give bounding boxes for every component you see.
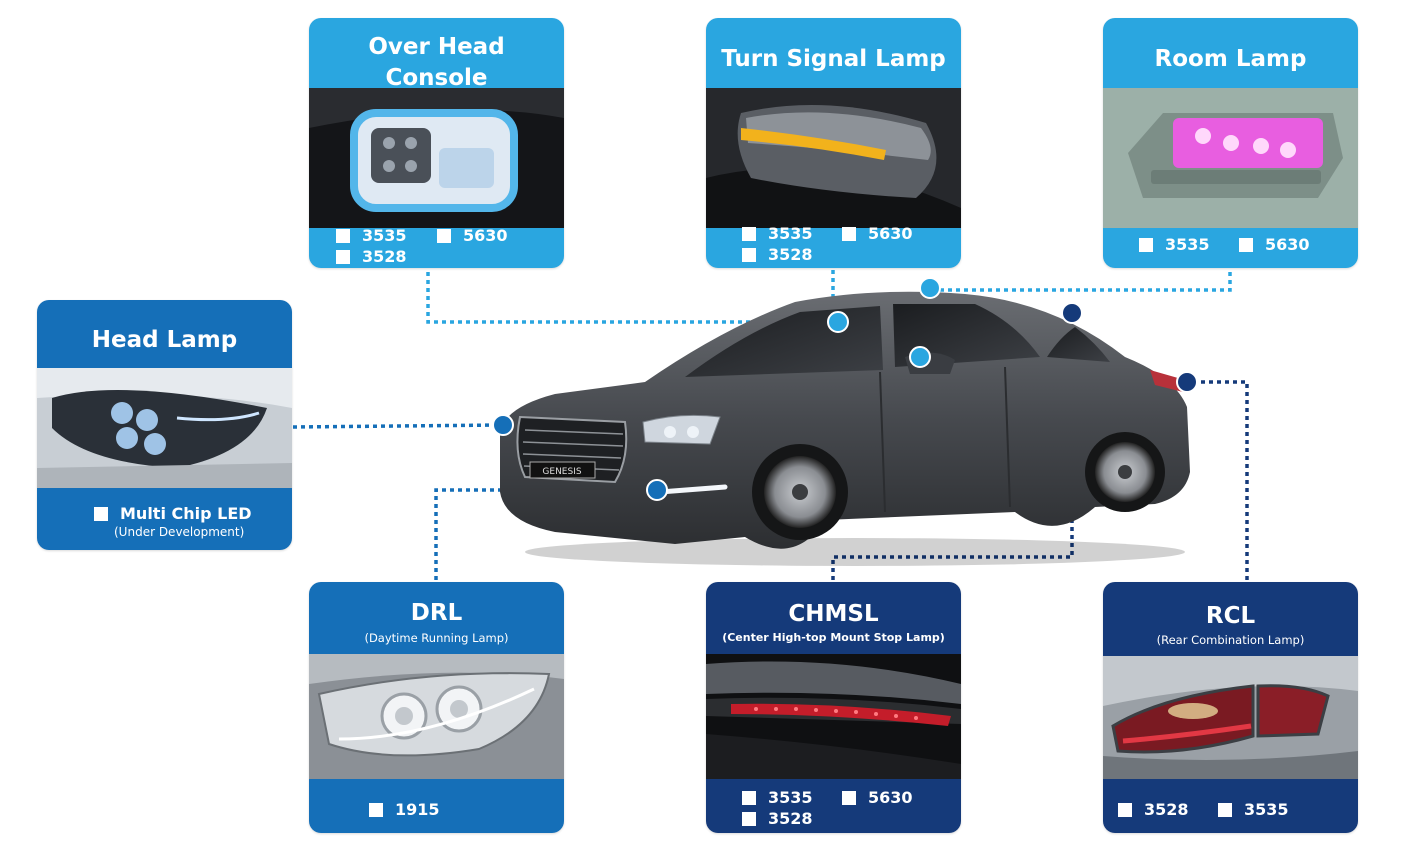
card-rcl: RCL (Rear Combination Lamp) 3528 3535 [1103,582,1358,833]
card-title: Turn Signal Lamp [721,46,946,72]
checkbox-icon [742,811,756,826]
dot-head [492,414,514,436]
option-item: 3528 [742,245,813,264]
option-item: 3535 [1139,235,1210,254]
stop-lamp-icon [706,654,961,779]
options-list: 3528 3535 [1103,779,1358,833]
checkbox-icon [336,228,350,243]
checkbox-icon [369,802,383,817]
option-item: 5630 [437,226,508,245]
option-item: 5630 [842,224,913,243]
dot-rcl [1176,371,1198,393]
option-item: 3528 [336,247,407,266]
options-list: 3535 5630 3528 [309,223,564,268]
dot-overhead [827,311,849,333]
option-item: 3528 [1118,800,1189,819]
card-turn-signal-lamp: Turn Signal Lamp 3535 5630 3528 [706,18,961,268]
drl-headlamp-icon [309,654,564,779]
option-item: 3535 [336,226,407,245]
headlamp-icon [37,368,292,488]
checkbox-icon [437,228,451,243]
option-item: 3528 [742,809,813,828]
checkbox-icon [1139,237,1153,252]
card-overhead-console-lamp: Over Head Console Lamp 3535 5630 3528 [309,18,564,268]
dot-turn-signal [909,346,931,368]
options-list: 1915 [309,779,564,833]
checkbox-icon [1239,237,1253,252]
checkbox-icon [742,226,756,241]
checkbox-icon [842,226,856,241]
checkbox-icon [742,247,756,262]
card-title: Head Lamp [91,327,238,353]
option-item: 5630 [842,788,913,807]
checkbox-icon [742,790,756,805]
checkbox-icon [1218,802,1232,817]
card-title: CHMSL [788,601,879,627]
checkbox-icon [94,506,108,521]
option-item: 1915 [369,800,440,819]
options-list: Multi Chip LED (Under Development) [37,488,292,550]
car-badge: GENESIS [542,467,581,477]
connector-overhead [426,272,838,324]
option-item: Multi Chip LED [94,504,252,523]
option-note: (Under Development) [114,525,245,539]
dot-drl [646,479,668,501]
card-drl: DRL (Daytime Running Lamp) 1915 [309,582,564,833]
card-subtitle: (Daytime Running Lamp) [364,631,509,645]
card-title: Room Lamp [1154,46,1307,72]
card-chmsl: CHMSL (Center High-top Mount Stop Lamp) … [706,582,961,833]
options-list: 3535 5630 3528 [706,223,961,268]
dot-chmsl [1061,302,1083,324]
card-subtitle: (Rear Combination Lamp) [1156,633,1305,647]
card-room-lamp: Room Lamp 3535 5630 [1103,18,1358,268]
connector-drl [434,488,657,580]
overhead-console-icon [309,88,564,228]
option-item: 3535 [742,224,813,243]
option-item: 3535 [1218,800,1289,819]
checkbox-icon [842,790,856,805]
connector-rcl [1187,380,1249,580]
tail-lamp-icon [1103,656,1358,779]
sedan-car-icon: GENESIS [500,291,1190,566]
checkbox-icon [1118,802,1132,817]
card-title: RCL [1205,603,1256,629]
options-list: 3535 5630 3528 [706,779,961,833]
connector-room [930,272,1232,292]
card-head-lamp: Head Lamp Multi Chip LED (Under Developm… [37,300,292,550]
option-item: 5630 [1239,235,1310,254]
option-item: 3535 [742,788,813,807]
options-list: 3535 5630 [1103,228,1358,268]
dot-room [919,277,941,299]
side-mirror-icon [706,88,961,228]
card-title: DRL [410,600,463,626]
room-lamp-icon [1103,88,1358,228]
connector-head [292,423,504,429]
card-subtitle: (Center High-top Mount Stop Lamp) [722,631,945,644]
checkbox-icon [336,249,350,264]
